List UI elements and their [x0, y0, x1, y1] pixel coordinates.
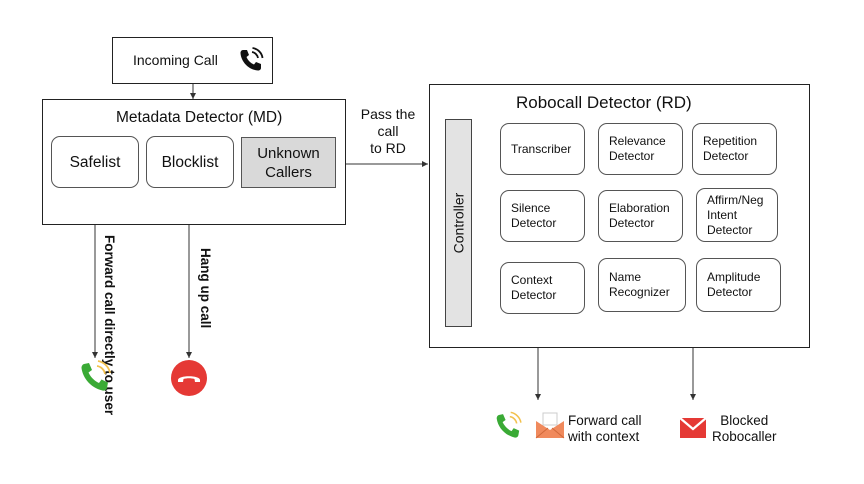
name-recognizer-box: Name Recognizer	[598, 258, 686, 312]
context-detector-box: Context Detector	[500, 262, 585, 314]
transcriber-box: Transcriber	[500, 123, 585, 175]
safelist-label: Safelist	[69, 153, 121, 171]
forward-call-icon	[496, 411, 522, 438]
amplitude-detector-box: Amplitude Detector	[696, 258, 781, 312]
pass-label-line2: call	[377, 123, 399, 139]
elaboration-detector-box: Elaboration Detector	[598, 190, 683, 242]
silence-detector-box: Silence Detector	[500, 190, 585, 242]
envelope-icon	[535, 412, 565, 439]
safelist-action-label: Forward call directly to user	[102, 235, 117, 416]
hang-up-icon	[171, 360, 207, 396]
incoming-call-box: Incoming Call	[112, 37, 273, 84]
unknown-callers-line2: Callers	[265, 163, 312, 181]
unknown-callers-box: Unknown Callers	[241, 137, 336, 188]
blocked-mail-icon	[679, 417, 707, 438]
blocklist-action-label: Hang up call	[198, 248, 213, 329]
blocklist-box: Blocklist	[146, 136, 234, 188]
blocked-robocaller-label: Blocked Robocaller	[712, 413, 777, 444]
safelist-box: Safelist	[51, 136, 139, 188]
affirm-neg-intent-detector-box: Affirm/Neg Intent Detector	[696, 188, 778, 242]
controller-box: Controller	[445, 119, 472, 327]
robocall-detector-title: Robocall Detector (RD)	[516, 93, 692, 112]
pass-to-rd-label: Pass the call to RD	[352, 106, 424, 157]
metadata-detector-title: Metadata Detector (MD)	[116, 109, 283, 126]
incoming-call-label: Incoming Call	[133, 52, 218, 68]
repetition-detector-box: Repetition Detector	[692, 123, 777, 175]
pass-label-line1: Pass the	[360, 106, 416, 122]
pass-label-line3: to RD	[370, 140, 406, 156]
forward-with-context-label: Forward call with context	[568, 413, 642, 444]
relevance-detector-box: Relevance Detector	[598, 123, 683, 175]
answer-call-icon	[81, 360, 111, 391]
controller-label: Controller	[450, 192, 467, 254]
phone-ringing-icon	[240, 47, 264, 71]
blocklist-label: Blocklist	[161, 153, 219, 171]
unknown-callers-line1: Unknown	[257, 144, 320, 162]
